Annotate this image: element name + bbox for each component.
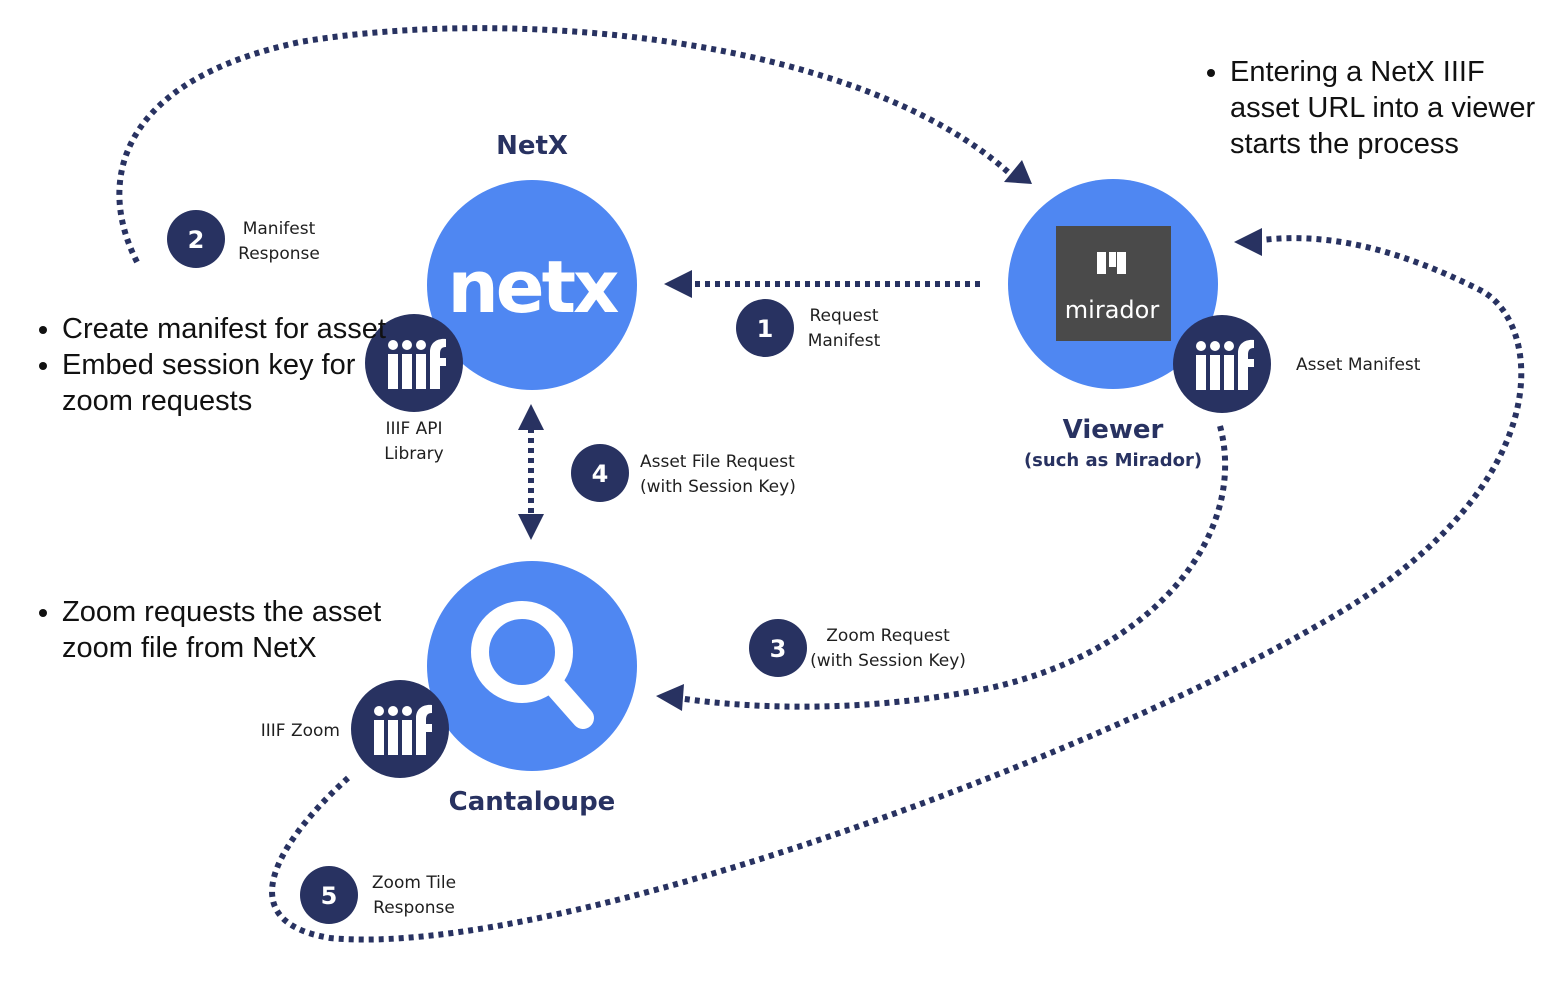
viewer-badge-caption: Asset Manifest <box>1296 355 1421 375</box>
cantaloupe-node <box>427 561 637 771</box>
connector-zoom-tile-response <box>269 235 1525 943</box>
step-5-label-line2: Response <box>373 898 455 918</box>
step-1-number: 1 <box>757 315 774 343</box>
step-1-label-line2: Manifest <box>808 331 881 351</box>
netx-iiif-badge <box>365 314 463 412</box>
arrowhead-viewer-right <box>1234 228 1262 256</box>
cantaloupe-notes: Zoom requests the asset zoom file from N… <box>32 594 392 666</box>
netx-note-item: Create manifest for asset <box>62 311 392 347</box>
netx-title: NetX <box>496 131 568 161</box>
connector-zoom-request <box>677 425 1228 710</box>
step-5-label-line1: Zoom Tile <box>372 873 456 893</box>
arrowhead-netx-down <box>518 404 544 430</box>
step-4-badge <box>571 444 629 502</box>
viewer-subtitle: (such as Mirador) <box>1024 450 1202 471</box>
netx-note-item: Embed session key for zoom requests <box>62 347 392 419</box>
mirador-logo-text: mirador <box>1065 296 1160 324</box>
cantaloupe-title: Cantaloupe <box>449 787 616 817</box>
viewer-title: Viewer <box>1063 415 1164 445</box>
arrowhead-netx <box>664 270 692 298</box>
viewer-notes: Entering a NetX IIIF asset URL into a vi… <box>1200 54 1560 162</box>
cantaloupe-badge-caption: IIIF Zoom <box>261 721 340 741</box>
mirador-mark-icon <box>1097 252 1126 274</box>
iiif-logo <box>388 338 446 389</box>
iiif-logo <box>374 704 432 755</box>
step-4-label-line1: Asset File Request <box>640 452 795 472</box>
step-5-number: 5 <box>321 882 338 910</box>
step-3-label-line1: Zoom Request <box>826 626 950 646</box>
connector-manifest-response <box>116 25 1010 264</box>
cantaloupe-iiif-badge <box>351 680 449 778</box>
netx-notes: Create manifest for asset Embed session … <box>32 311 392 419</box>
iiif-logo <box>1196 339 1254 390</box>
step-3-badge <box>749 619 807 677</box>
magnifier-icon <box>471 601 594 729</box>
step-3-label-line2: (with Session Key) <box>810 651 966 671</box>
arrowhead-viewer-top <box>1004 160 1032 184</box>
arrowhead-cantaloupe-up <box>518 514 544 540</box>
step-1-badge <box>736 299 794 357</box>
arrowhead-cantaloupe <box>656 684 684 711</box>
netx-node <box>427 180 637 390</box>
netx-badge-caption-line2: Library <box>384 444 443 464</box>
step-4-label-line2: (with Session Key) <box>640 477 796 497</box>
step-2-label-line2: Response <box>238 244 320 264</box>
viewer-note-item: Entering a NetX IIIF asset URL into a vi… <box>1230 54 1560 162</box>
viewer-iiif-badge <box>1173 315 1271 413</box>
cantaloupe-note-item: Zoom requests the asset zoom file from N… <box>62 594 392 666</box>
netx-badge-caption-line1: IIIF API <box>385 419 442 439</box>
step-2-number: 2 <box>188 226 205 254</box>
step-5-badge <box>300 866 358 924</box>
step-2-badge <box>167 210 225 268</box>
step-2-label-line1: Manifest <box>243 219 316 239</box>
step-1-label-line1: Request <box>809 306 878 326</box>
mirador-logo <box>1056 226 1171 341</box>
step-4-number: 4 <box>592 460 609 488</box>
step-3-number: 3 <box>770 635 787 663</box>
netx-logo: netx <box>448 245 620 329</box>
